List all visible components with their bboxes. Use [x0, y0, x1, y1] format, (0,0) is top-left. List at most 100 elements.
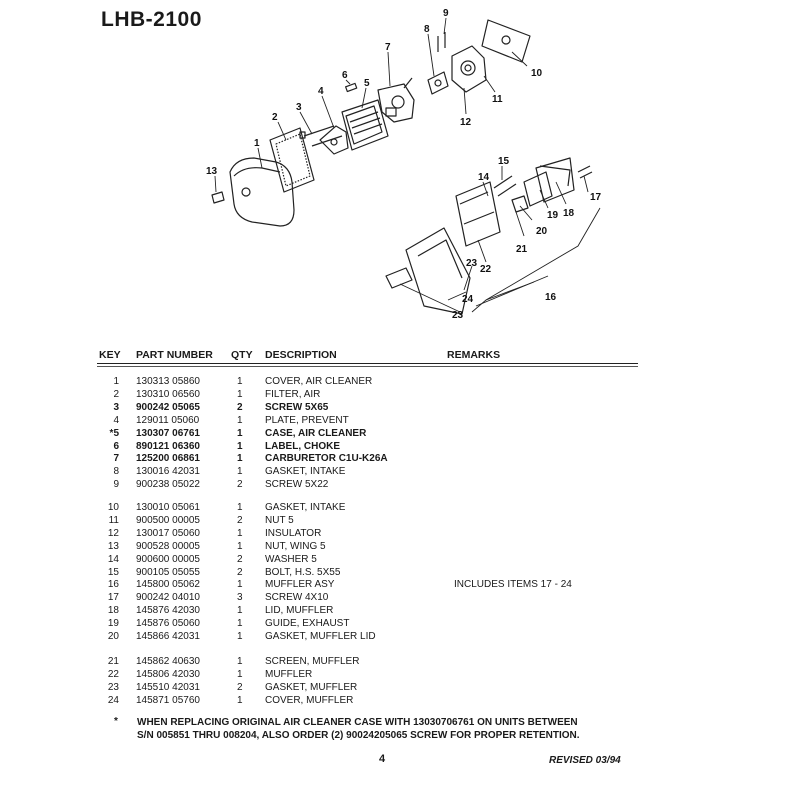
- header-key: KEY: [99, 349, 121, 361]
- callout-15: 15: [498, 156, 510, 167]
- callout-6: 6: [342, 70, 348, 81]
- key-cell: 8: [113, 466, 119, 478]
- callout-11: 11: [492, 94, 503, 105]
- part-number-cell: 145866 42031: [136, 631, 200, 642]
- part-air-cleaner-case: [341, 99, 389, 151]
- part-choke-label: [345, 82, 358, 93]
- revision-date: REVISED 03/94: [549, 755, 621, 766]
- callout-23-top: 23: [466, 258, 478, 269]
- callout-13: 13: [206, 166, 218, 177]
- description-cell: LABEL, CHOKE: [265, 440, 340, 452]
- part-number-cell: 130010 05061: [136, 502, 200, 513]
- key-cell: 4: [113, 414, 119, 426]
- header-rule-thin: [97, 366, 638, 367]
- description-cell: CARBURETOR C1U-K26A: [265, 453, 388, 465]
- qty-cell: 1: [237, 440, 243, 452]
- part-number-cell: 129011 05060: [136, 414, 200, 426]
- callout-8: 8: [424, 24, 430, 35]
- part-number-cell: 900238 05022: [136, 479, 200, 491]
- part-number-cell: 130307 06761: [136, 427, 200, 439]
- part-number-cell: 130310 06560: [136, 388, 200, 400]
- callout-18: 18: [563, 208, 575, 219]
- part-screws-5x65: [299, 125, 343, 147]
- description-cell: COVER, AIR CLEANER: [265, 376, 373, 387]
- part-bolts: [493, 175, 517, 197]
- description-cell: LID, MUFFLER: [265, 605, 334, 617]
- table-row: 21 145862 40630 1 SCREEN, MUFFLER: [0, 655, 800, 668]
- key-cell: 7: [113, 453, 119, 465]
- key-cell: 1: [113, 376, 119, 387]
- key-cell: 3: [113, 401, 119, 413]
- description-cell: NUT, WING 5: [265, 540, 326, 552]
- key-cell: 2: [113, 388, 119, 400]
- callout-12: 12: [460, 117, 472, 128]
- qty-cell: 3: [237, 592, 243, 604]
- key-cell: 12: [107, 527, 119, 539]
- qty-cell: 1: [237, 618, 243, 630]
- qty-cell: 1: [237, 502, 243, 513]
- key-cell: *5: [109, 427, 119, 439]
- key-cell: 22: [107, 668, 119, 680]
- header-remarks: REMARKS: [447, 349, 501, 361]
- qty-cell: 1: [237, 376, 243, 387]
- part-intake-gasket: [427, 71, 449, 95]
- description-cell: GASKET, INTAKE: [265, 502, 346, 513]
- key-cell: 15: [107, 566, 119, 578]
- part-air-filter: [269, 127, 315, 193]
- key-cell: 21: [107, 656, 119, 667]
- part-number-cell: 145510 42031: [136, 681, 200, 693]
- part-number-cell: 145862 40630: [136, 656, 200, 667]
- key-cell: 18: [107, 605, 119, 617]
- footnote-symbol: *: [114, 716, 118, 727]
- description-cell: CASE, AIR CLEANER: [265, 427, 367, 439]
- callout-5: 5: [364, 78, 370, 89]
- description-cell: BOLT, H.S. 5X55: [265, 566, 341, 578]
- callout-2: 2: [272, 112, 278, 123]
- part-screws-5x22: [437, 32, 446, 52]
- description-cell: SCREW 5X65: [265, 401, 329, 413]
- callout-4: 4: [318, 86, 324, 97]
- key-cell: 10: [107, 502, 119, 513]
- description-cell: PLATE, PREVENT: [265, 414, 349, 426]
- qty-cell: 1: [237, 694, 243, 706]
- header-qty: QTY: [231, 349, 253, 361]
- qty-cell: 1: [237, 631, 243, 642]
- part-screws-4x10: [577, 165, 593, 179]
- part-plate-prevent: [319, 125, 349, 155]
- part-number-cell: 900105 05055: [136, 566, 200, 578]
- part-number-cell: 145806 42030: [136, 668, 200, 680]
- part-number-cell: 900500 00005: [136, 514, 200, 526]
- key-cell: 20: [107, 631, 119, 642]
- qty-cell: 2: [237, 401, 243, 413]
- description-cell: SCREEN, MUFFLER: [265, 656, 360, 667]
- qty-cell: 2: [237, 479, 243, 491]
- part-number-cell: 900528 00005: [136, 540, 200, 552]
- description-cell: COVER, MUFFLER: [265, 694, 354, 706]
- qty-cell: 1: [237, 427, 243, 439]
- key-cell: 9: [113, 479, 119, 491]
- qty-cell: 1: [237, 656, 243, 667]
- footnote-line-2: S/N 005851 THRU 008204, ALSO ORDER (2) 9…: [137, 730, 580, 741]
- qty-cell: 2: [237, 514, 243, 526]
- key-cell: 23: [107, 681, 119, 693]
- description-cell: MUFFLER: [265, 668, 313, 680]
- part-muffler: [455, 181, 501, 247]
- key-cell: 16: [107, 579, 119, 591]
- part-number-cell: 900242 05065: [136, 401, 200, 413]
- footnote-line-1: WHEN REPLACING ORIGINAL AIR CLEANER CASE…: [137, 717, 578, 728]
